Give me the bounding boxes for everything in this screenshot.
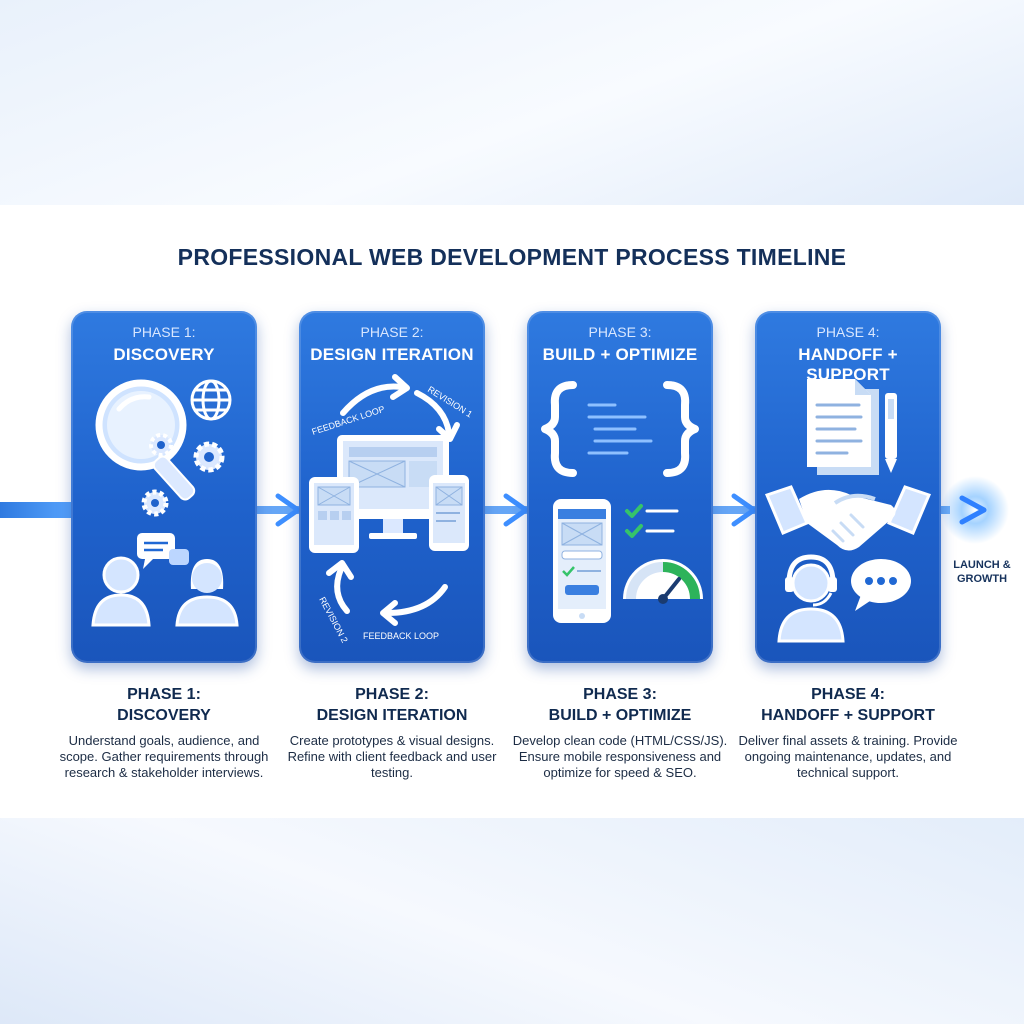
description-phase-name: DISCOVERY: [117, 707, 211, 724]
document-icon: [807, 379, 879, 475]
tablet-icon: [309, 477, 359, 553]
description-text: Understand goals, audience, and scope. G…: [59, 733, 269, 780]
build-illustration: [541, 381, 703, 623]
speed-gauge-icon: [623, 559, 703, 604]
phase-card-discovery: PHASE 1: DISCOVERY: [71, 311, 257, 663]
description-phase-label: PHASE 3:: [583, 686, 657, 703]
feedback-loop-top-icon: [340, 374, 460, 442]
chat-bubble-icon: [137, 533, 189, 569]
feedback-loop-bottom-icon: [326, 560, 448, 626]
card-header: PHASE 4: HANDOFF + SUPPORT: [755, 324, 941, 385]
phase-card-design-iteration: PHASE 2: DESIGN ITERATION FEEDBACK LOOP …: [299, 311, 485, 663]
phase-card-build-optimize: PHASE 3: BUILD + OPTIMIZE: [527, 311, 713, 663]
description-phase-label: PHASE 2:: [355, 686, 429, 703]
phase-card-handoff-support: PHASE 4: HANDOFF + SUPPORT: [755, 311, 941, 663]
globe-icon: [190, 379, 232, 421]
checkmark-icon: [625, 504, 679, 538]
description-phase-name: DESIGN ITERATION: [316, 707, 468, 724]
card-phase-name: DESIGN ITERATION: [310, 345, 474, 364]
launch-label-line2: GROWTH: [956, 573, 1008, 585]
mobile-phone-icon: [553, 499, 611, 623]
phone-icon: [429, 475, 469, 551]
card-phase-label: PHASE 2:: [360, 324, 424, 340]
description-text: Deliver final assets & training. Provide…: [738, 733, 958, 780]
page-title: PROFESSIONAL WEB DEVELOPMENT PROCESS TIM…: [177, 244, 847, 270]
card-header: PHASE 1: DISCOVERY: [71, 324, 257, 365]
description-phase-label: PHASE 1:: [127, 686, 201, 703]
discovery-illustration: [91, 379, 239, 627]
card-phase-label: PHASE 3:: [588, 324, 652, 340]
phase-description-discovery: PHASE 1: DISCOVERY Understand goals, aud…: [54, 686, 274, 781]
launch-growth-label: LAUNCH & GROWTH: [944, 558, 1020, 586]
gear-icon: [141, 433, 225, 517]
card-header: PHASE 3: BUILD + OPTIMIZE: [527, 324, 713, 365]
user-female-icon: [175, 559, 239, 627]
speech-bubble-icon: [851, 559, 911, 611]
card-phase-label: PHASE 1:: [132, 324, 196, 340]
launch-label-line1: LAUNCH &: [953, 559, 1011, 571]
user-male-icon: [91, 556, 151, 627]
loop-label-bottom-right: FEEDBACK LOOP: [363, 631, 439, 641]
design-illustration: FEEDBACK LOOP REVISION 1: [309, 374, 474, 645]
handshake-icon: [764, 485, 932, 551]
card-phase-name: DISCOVERY: [113, 345, 215, 364]
code-lines-icon: [587, 403, 653, 455]
phase-description-design-iteration: PHASE 2: DESIGN ITERATION Create prototy…: [282, 686, 502, 781]
background-bottom-band: [0, 818, 1024, 1024]
phase-description-handoff-support: PHASE 4: HANDOFF + SUPPORT Deliver final…: [738, 686, 958, 781]
description-text: Develop clean code (HTML/CSS/JS). Ensure…: [512, 733, 728, 780]
background-top-band: [0, 0, 1024, 205]
description-phase-label: PHASE 4:: [811, 686, 885, 703]
card-phase-label: PHASE 4:: [816, 324, 880, 340]
description-text: Create prototypes & visual designs. Refi…: [287, 733, 497, 780]
card-header: PHASE 2: DESIGN ITERATION: [299, 324, 485, 365]
phase-description-build-optimize: PHASE 3: BUILD + OPTIMIZE Develop clean …: [510, 686, 730, 781]
description-phase-name: HANDOFF + SUPPORT: [761, 707, 935, 724]
support-agent-icon: [777, 554, 845, 643]
pen-icon: [885, 393, 897, 473]
handoff-illustration: [764, 379, 932, 643]
code-brackets-icon: [541, 381, 699, 477]
description-phase-name: BUILD + OPTIMIZE: [548, 707, 692, 724]
card-phase-name: BUILD + OPTIMIZE: [542, 345, 698, 364]
loop-label-bottom-left: REVISION 2: [317, 595, 350, 644]
magnifier-icon: [95, 379, 196, 501]
